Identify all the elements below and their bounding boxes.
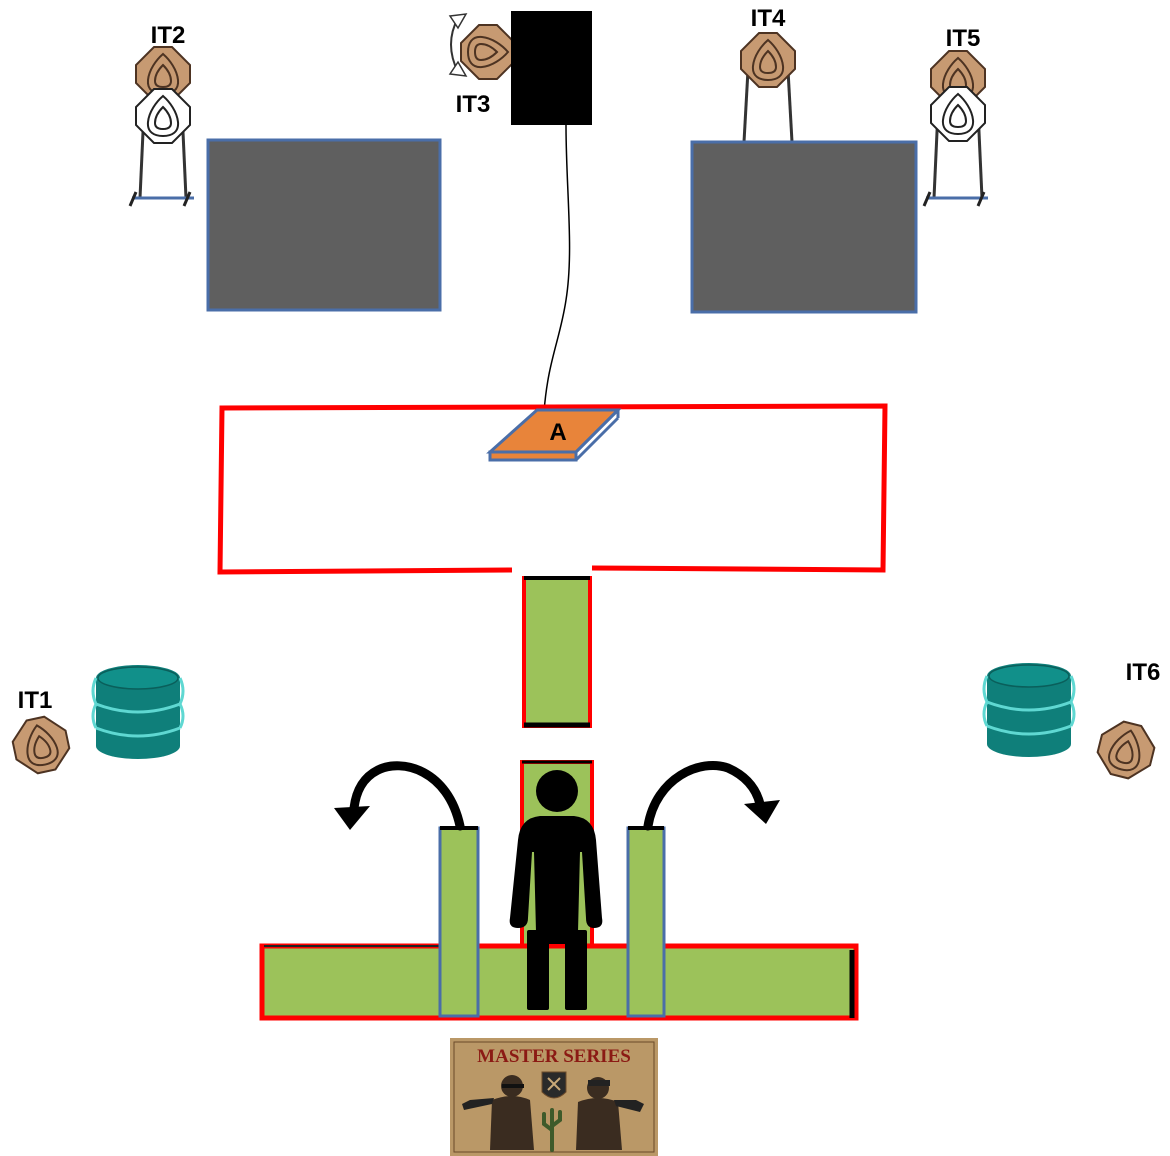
curved-arrow-icon <box>643 761 780 831</box>
master-series-logo: MASTER SERIES <box>450 1038 658 1156</box>
target-stand-it4 <box>742 69 794 143</box>
label-it6: IT6 <box>1126 659 1161 686</box>
octagon-target-icon <box>740 32 796 88</box>
logo-title: MASTER SERIES <box>477 1046 631 1067</box>
label-it2: IT2 <box>151 22 186 49</box>
octagon-target-icon <box>7 711 75 779</box>
barricade-bottom <box>259 943 859 1021</box>
swing-door-left <box>438 826 480 1018</box>
activator-plate-a <box>486 408 622 462</box>
wall-panel-left <box>206 138 442 312</box>
barrel-icon <box>982 661 1076 759</box>
fault-line-shooting-area <box>217 403 888 575</box>
corridor-barricade-upper <box>522 576 592 728</box>
activator-mover-box <box>511 11 592 125</box>
activator-cable <box>543 124 571 413</box>
label-activator-a: A <box>549 419 566 446</box>
octagon-target-icon <box>460 24 516 80</box>
person-silhouette-icon <box>509 770 603 1010</box>
rotation-arrow-icon <box>448 13 468 77</box>
barrel-icon <box>91 663 185 761</box>
label-it1: IT1 <box>18 687 53 714</box>
label-it3: IT3 <box>456 91 491 118</box>
octagon-target-icon <box>1092 716 1160 784</box>
label-it4: IT4 <box>751 5 786 32</box>
curved-arrow-icon <box>334 761 465 831</box>
label-it5: IT5 <box>946 25 981 52</box>
wall-panel-right <box>690 140 918 314</box>
swing-door-right <box>626 826 666 1018</box>
